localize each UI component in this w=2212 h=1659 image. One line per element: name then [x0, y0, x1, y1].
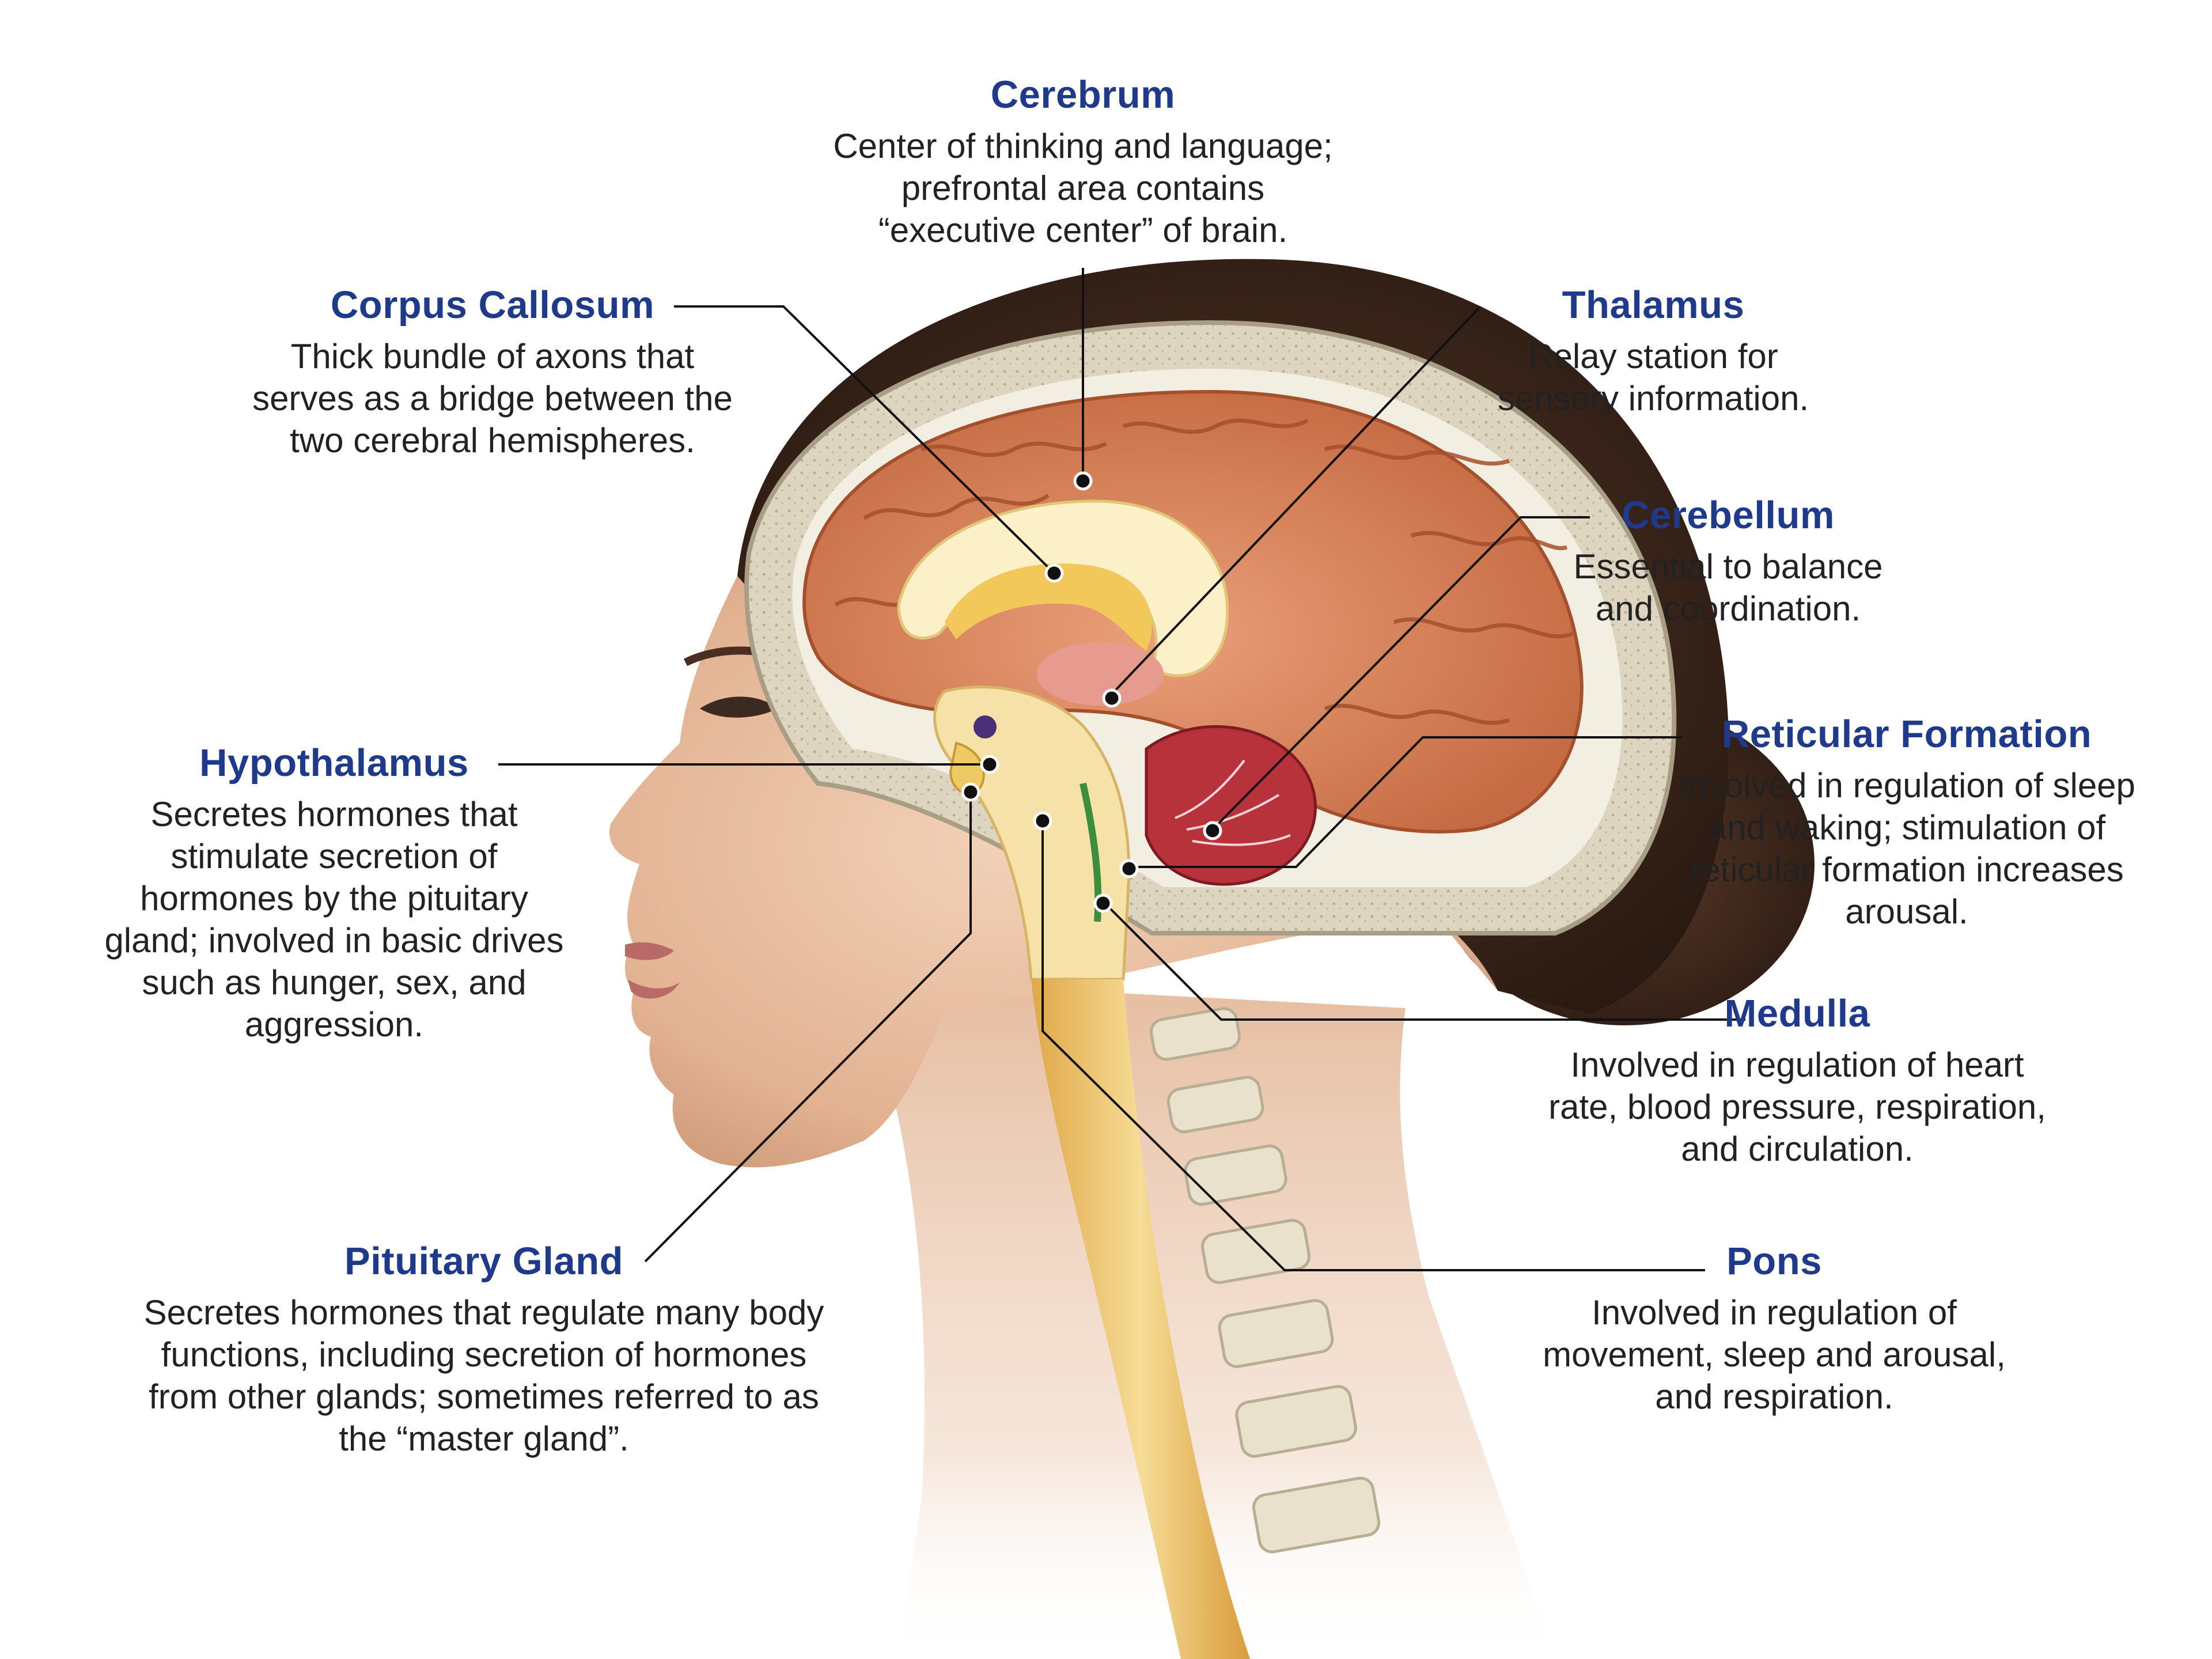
- dot-cerebellum: [1205, 823, 1221, 839]
- hypothalamus-title: Hypothalamus: [75, 740, 593, 786]
- label-pituitary-gland: Pituitary Gland Secretes hormones that r…: [86, 1238, 881, 1460]
- thalamus-description: Relay station for sensory information.: [1452, 335, 1855, 419]
- label-reticular-formation: Reticular Formation Involved in regulati…: [1647, 711, 2166, 933]
- label-thalamus: Thalamus Relay station for sensory infor…: [1452, 282, 1855, 419]
- cerebrum-description: Center of thinking and language; prefron…: [766, 125, 1400, 251]
- thalamus: [1037, 642, 1164, 706]
- cerebellum-title: Cerebellum: [1527, 493, 1930, 539]
- dot-hypothalamus: [982, 756, 998, 772]
- dot-cerebrum: [1075, 473, 1091, 489]
- hypothalamus-description: Secretes hormones that stimulate secreti…: [75, 793, 593, 1046]
- label-medulla: Medulla Involved in regulation of heart …: [1509, 991, 2085, 1170]
- label-pons: Pons Involved in regulation of movement,…: [1486, 1238, 2062, 1418]
- label-corpus-callosum: Corpus Callosum Thick bundle of axons th…: [219, 282, 766, 461]
- dot-reticular-formation: [1121, 861, 1137, 877]
- dot-thalamus: [1104, 690, 1120, 706]
- pons-description: Involved in regulation of movement, slee…: [1486, 1291, 2062, 1418]
- medulla-title: Medulla: [1509, 991, 2085, 1037]
- medulla-description: Involved in regulation of heart rate, bl…: [1509, 1044, 2085, 1170]
- corpus-callosum-title: Corpus Callosum: [219, 282, 766, 328]
- corpus-callosum-description: Thick bundle of axons that serves as a b…: [219, 335, 766, 461]
- dot-pons: [1035, 813, 1051, 829]
- reticular-formation-title: Reticular Formation: [1647, 711, 2166, 757]
- reticular-formation-description: Involved in regulation of sleep and waki…: [1647, 764, 2166, 933]
- pons-title: Pons: [1486, 1238, 2062, 1285]
- pituitary-gland-title: Pituitary Gland: [86, 1238, 881, 1285]
- hypothalamus-nucleus: [974, 715, 997, 738]
- dot-corpus-callosum: [1046, 565, 1062, 581]
- pituitary-gland-description: Secretes hormones that regulate many bod…: [86, 1291, 881, 1460]
- dot-pituitary-gland: [963, 784, 979, 800]
- label-cerebellum: Cerebellum Essential to balance and coor…: [1527, 493, 1930, 630]
- thalamus-title: Thalamus: [1452, 282, 1855, 328]
- label-hypothalamus: Hypothalamus Secretes hormones that stim…: [75, 740, 593, 1046]
- cerebellum-description: Essential to balance and coordination.: [1527, 546, 1930, 630]
- cerebrum-title: Cerebrum: [766, 72, 1400, 118]
- dot-medulla: [1095, 895, 1111, 911]
- label-cerebrum: Cerebrum Center of thinking and language…: [766, 72, 1400, 251]
